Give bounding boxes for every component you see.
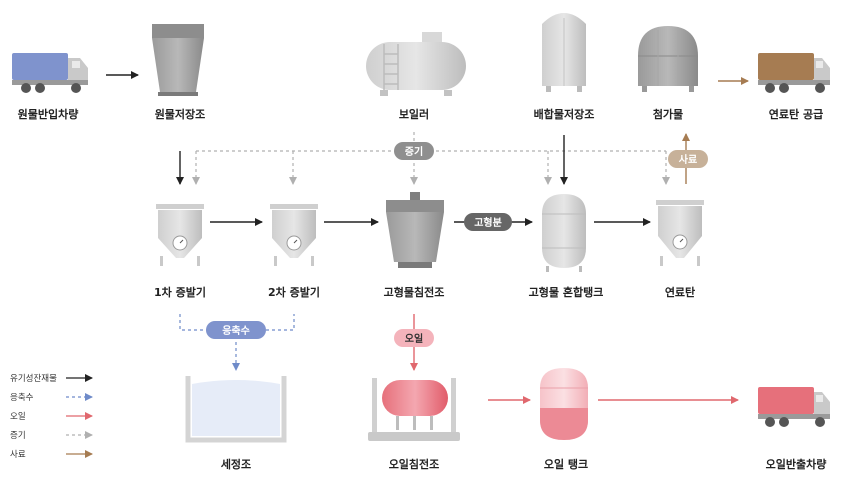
legend-item: 응축수: [10, 393, 93, 403]
svg-text:유기성잔재물: 유기성잔재물: [10, 373, 57, 384]
label-additive: 첨가물: [653, 107, 683, 121]
label-oil-truck: 오일반출차량: [766, 457, 827, 471]
solid-pill: 고형분: [464, 213, 512, 231]
svg-text:사료: 사료: [10, 450, 26, 460]
svg-text:응축수: 응축수: [222, 324, 250, 337]
fuel-tank-icon: [656, 200, 704, 266]
raw-storage-icon: [152, 24, 204, 96]
svg-text:증기: 증기: [405, 145, 423, 158]
label-wash: 세정조: [221, 457, 251, 471]
label-mix-storage: 배합물저장조: [534, 107, 595, 121]
additive-icon: [638, 26, 698, 92]
label-evap2: 2차 증발기: [268, 285, 320, 299]
solid-settling-tank-icon: [386, 192, 444, 268]
svg-text:증기: 증기: [10, 431, 26, 441]
feed-pill: 사료: [668, 150, 708, 168]
label-evap1: 1차 증발기: [154, 285, 206, 299]
svg-text:오일: 오일: [10, 412, 26, 422]
wash-tank-icon: [185, 376, 287, 443]
oil-truck-icon: [758, 387, 830, 427]
steam-pill: 증기: [394, 142, 434, 160]
oil-pill: 오일: [394, 329, 434, 347]
evaporator-1-icon: [156, 204, 204, 266]
legend-item: 오일: [10, 412, 93, 422]
legend-item: 유기성잔재물: [10, 373, 93, 384]
mix-storage-icon: [542, 13, 586, 92]
svg-text:오일: 오일: [405, 332, 423, 345]
label-oil-tank: 오일 탱크: [544, 457, 588, 471]
legend: 유기성잔재물 응축수 오일 증기 사료: [10, 373, 93, 460]
svg-text:고형분: 고형분: [474, 216, 502, 229]
boiler-icon: [366, 32, 466, 96]
oil-settling-tank-icon: [368, 378, 460, 441]
raw-truck-icon: [12, 53, 88, 93]
label-solid-mix: 고형물 혼합탱크: [529, 285, 604, 299]
condensate-pill: 응축수: [206, 321, 266, 339]
solid-mix-tank-icon: [542, 194, 586, 272]
label-boiler: 보일러: [399, 107, 429, 121]
label-raw-truck: 원물반입차량: [18, 107, 79, 121]
svg-text:사료: 사료: [679, 153, 697, 166]
evaporator-2-icon: [270, 204, 318, 266]
legend-item: 증기: [10, 431, 93, 441]
fuel-supply-truck-icon: [758, 53, 830, 93]
steam-lines: [192, 132, 670, 185]
label-solid-settle: 고형물침전조: [384, 285, 445, 299]
label-raw-storage: 원물저장조: [155, 107, 206, 121]
oil-tank-icon: [540, 368, 588, 440]
svg-text:응축수: 응축수: [10, 393, 34, 403]
legend-item: 사료: [10, 450, 93, 460]
label-fuel: 연료탄: [665, 285, 695, 299]
label-oil-settle: 오일침전조: [389, 457, 440, 471]
label-fuel-supply: 연료탄 공급: [769, 107, 823, 121]
